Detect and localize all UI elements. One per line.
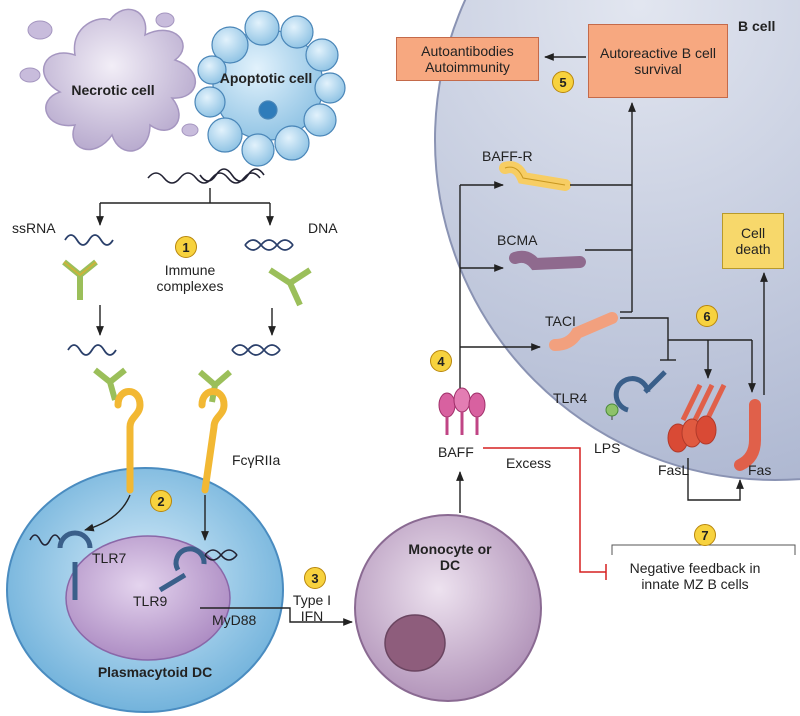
- negative-feedback-label: Negative feedback in innate MZ B cells: [629, 560, 761, 593]
- fas-receptor: [734, 399, 761, 471]
- fasl-label: FasL: [658, 462, 690, 478]
- taci-label: TACI: [545, 313, 576, 329]
- dna-antibody-complex: [244, 239, 312, 307]
- step-badge-2: 2: [150, 490, 172, 512]
- step-badge-5: 5: [552, 71, 574, 93]
- step-badge-4: 4: [430, 350, 452, 372]
- released-dna-strand: [199, 168, 265, 182]
- tlr9-label: TLR9: [133, 593, 168, 609]
- fc-receptor-left: [114, 388, 144, 494]
- autoantibodies-box: Autoantibodies Autoimmunity: [396, 37, 539, 81]
- monocyte-label: Monocyte or DC: [408, 541, 492, 574]
- apoptotic-cell: [194, 10, 346, 167]
- arrow-ifn: [200, 607, 353, 626]
- tlr4-receptor: [605, 370, 667, 420]
- tlr4-label: TLR4: [553, 390, 588, 406]
- excess-inhibition: [483, 447, 607, 580]
- survival-signal-lines: [570, 102, 636, 313]
- necrotic-cell: [19, 8, 199, 152]
- tlr9-receptor: [158, 546, 238, 593]
- pdc-nucleus: [65, 535, 231, 661]
- baff-label: BAFF: [438, 444, 474, 460]
- taci-fas-lines: [620, 317, 756, 393]
- baff-r-label: BAFF-R: [482, 148, 533, 164]
- taci-receptor: [549, 312, 618, 351]
- immune-complexes-label: Immune complexes: [156, 262, 224, 295]
- pdc-label: Plasmacytoid DC: [97, 664, 213, 680]
- baff-branches: [459, 181, 541, 388]
- step-badge-3: 3: [304, 567, 326, 589]
- arrow-fasl-fas: [687, 458, 744, 501]
- cell-death-box: Cell death: [722, 213, 784, 269]
- branch-connector: [96, 188, 274, 226]
- dna-label: DNA: [308, 220, 338, 236]
- ssrna-label: ssRNA: [12, 220, 56, 236]
- tlr7-receptor: [29, 530, 93, 600]
- step-badge-1: 1: [175, 236, 197, 258]
- survival-box: Autoreactive B cell survival: [588, 24, 728, 98]
- monocyte-nucleus: [384, 614, 446, 672]
- myd88-label: MyD88: [212, 612, 257, 628]
- baff-trimer: [438, 387, 486, 435]
- b-cell-label: B cell: [738, 18, 776, 34]
- step-badge-6: 6: [696, 305, 718, 327]
- necrotic-cell-label: Necrotic cell: [71, 82, 155, 98]
- baff-r-outline: [504, 166, 566, 186]
- apoptotic-cell-label: Apoptotic cell: [219, 70, 313, 86]
- released-nucleic-acid: [147, 172, 261, 184]
- type1-ifn-label: Type I IFN: [292, 592, 332, 625]
- b-cell-body: [434, 0, 800, 481]
- fasl-trimer: [667, 383, 727, 453]
- arrow-to-tlr7: [84, 494, 131, 532]
- fas-label: Fas: [748, 462, 772, 478]
- tlr7-label: TLR7: [92, 550, 127, 566]
- lps-label: LPS: [594, 440, 621, 456]
- fc-receptor-right: [198, 388, 228, 494]
- step-badge-7: 7: [694, 524, 716, 546]
- feedback-bracket: [611, 544, 796, 555]
- fcgr-label: FcγRIIa: [232, 452, 281, 468]
- bcma-label: BCMA: [497, 232, 538, 248]
- excess-label: Excess: [506, 455, 552, 471]
- ssrna-complex-bound: [67, 344, 127, 401]
- ssrna-antibody-complex: [62, 234, 114, 300]
- bcma-receptor: [509, 250, 586, 271]
